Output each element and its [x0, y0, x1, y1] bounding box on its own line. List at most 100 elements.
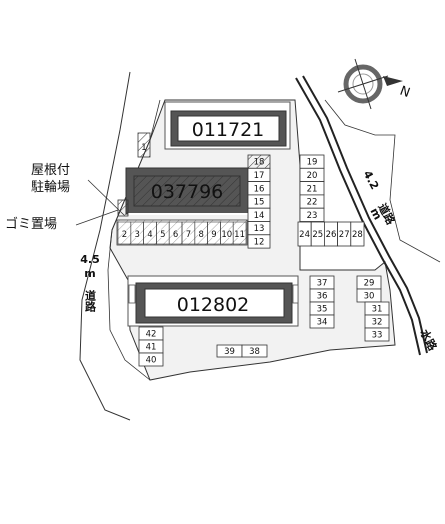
- parking-spot-25: 25: [310, 221, 325, 247]
- spot-column-42-40: 42 41 40: [138, 326, 164, 367]
- building-label-012802: 012802: [177, 294, 250, 316]
- parking-spot-label: 24: [299, 230, 310, 240]
- parking-spot-13: 13: [247, 221, 271, 236]
- compass-icon: N: [337, 58, 412, 110]
- bike-spot-10: 10: [220, 221, 234, 245]
- parking-spot-37: 37: [309, 275, 335, 290]
- parking-spot-label: 36: [317, 292, 328, 302]
- bike-spot-11: 11: [232, 221, 247, 245]
- parking-spot-23: 23: [299, 207, 325, 222]
- parking-spot-label: 14: [254, 211, 265, 221]
- spot-row-39-38: 39 38: [216, 344, 268, 358]
- parking-spot-18: 18: [247, 154, 271, 169]
- parking-spot-16: 16: [247, 181, 271, 196]
- parking-spot-label: 12: [254, 237, 265, 247]
- spot-column-29-33: 29 30 31 32 33: [356, 275, 390, 342]
- waterway-label: 水路: [417, 327, 440, 354]
- parking-spot-35: 35: [309, 301, 335, 316]
- parking-spot-36: 36: [309, 288, 335, 303]
- parking-spot-label: 34: [317, 318, 328, 328]
- garbage-area: [117, 199, 129, 217]
- building-011721: 011721: [164, 101, 291, 150]
- parking-spot-label: 37: [317, 279, 328, 289]
- parking-spot-33: 33: [364, 327, 390, 342]
- parking-spot-label: 41: [146, 343, 157, 353]
- right-road-line-2: [302, 75, 428, 354]
- parking-spot-14: 14: [247, 207, 271, 222]
- left-road-name: 道路: [84, 289, 97, 313]
- parking-spot-28: 28: [350, 221, 365, 247]
- parking-spot-29: 29: [356, 275, 382, 290]
- parking-spot-21: 21: [299, 181, 325, 196]
- right-road-unit: m: [367, 206, 384, 222]
- bike-spot-label: 10: [221, 230, 232, 240]
- building-label-037796: 037796: [151, 181, 224, 203]
- building-037796: 037796: [125, 167, 249, 215]
- parking-spot-label: 13: [254, 224, 265, 234]
- parking-spot-42: 42: [138, 326, 164, 341]
- spot-1: [137, 132, 151, 158]
- parking-spot-label: 26: [326, 230, 337, 240]
- parking-spot-label: 32: [372, 318, 383, 328]
- bike-spot-label: 6: [173, 230, 178, 240]
- parking-spot-12: 12: [247, 234, 271, 249]
- spot-column-37-34: 37 36 35 34: [309, 275, 335, 329]
- parking-spot-20: 20: [299, 167, 325, 183]
- left-road-outer-line: [79, 71, 131, 421]
- bike-shelter-label-line1: 屋根付: [31, 163, 70, 178]
- parking-spot-label: 16: [254, 184, 265, 194]
- parking-spot-label: 30: [364, 292, 375, 302]
- parking-spot-27: 27: [337, 221, 352, 247]
- parking-spot-label: 35: [317, 305, 328, 315]
- bike-shelter-label-line2: 駐輪場: [31, 179, 70, 195]
- right-road-width: 4.2: [361, 168, 382, 191]
- parking-spot-41: 41: [138, 339, 164, 354]
- garbage-label: ゴミ置場: [5, 216, 57, 232]
- parking-spot-label: 33: [372, 331, 383, 341]
- parking-spot-34: 34: [309, 314, 335, 329]
- right-road-line-1: [295, 77, 421, 356]
- right-outer-boundary: [324, 99, 441, 263]
- parking-spot-40: 40: [138, 352, 164, 367]
- parking-spot-label: 17: [254, 171, 265, 181]
- bike-spot-label: 7: [186, 230, 191, 240]
- parking-spot-17: 17: [247, 167, 271, 183]
- parking-spot-label: 28: [352, 230, 363, 240]
- bike-spot-label: 8: [198, 230, 203, 240]
- bike-spot-label: 2: [122, 230, 127, 240]
- parking-spot-label: 31: [372, 305, 383, 315]
- parking-spot-label: 39: [224, 347, 235, 357]
- parking-spot-label: 22: [307, 198, 318, 208]
- parking-spot-19: 19: [299, 154, 325, 169]
- spot-column-18-12: 18 17 16 15 14 13 12: [247, 154, 271, 249]
- building-012802: 012802: [127, 275, 299, 327]
- parking-spot-label: 19: [307, 158, 318, 168]
- parking-spot-label: 27: [339, 230, 350, 240]
- building-label-011721: 011721: [192, 119, 265, 141]
- parking-spot-38: 38: [241, 344, 268, 358]
- parking-spot-label: 15: [254, 198, 265, 208]
- parking-spot-label: 23: [307, 211, 318, 221]
- parking-spot-30: 30: [356, 288, 382, 303]
- parking-spot-22: 22: [299, 194, 325, 209]
- parking-spot-label: 38: [249, 347, 260, 357]
- bike-spot-label: 3: [134, 230, 139, 240]
- bike-spot-label: 9: [211, 230, 216, 240]
- left-road-width: 4.5: [80, 253, 100, 266]
- parking-spot-26: 26: [323, 221, 338, 247]
- parking-spot-label: 40: [146, 356, 157, 366]
- spot-1-label: 1: [141, 143, 146, 153]
- parking-spot-31: 31: [364, 301, 390, 316]
- parking-spot-label: 18: [254, 158, 265, 168]
- parking-spot-39: 39: [216, 344, 243, 358]
- parking-spot-32: 32: [364, 314, 390, 329]
- parking-spot-15: 15: [247, 194, 271, 209]
- parking-spot-label: 29: [364, 279, 375, 289]
- left-road-unit: m: [84, 267, 95, 280]
- parking-spot-label: 42: [146, 330, 157, 340]
- bike-spot-label: 11: [234, 230, 245, 240]
- north-label: N: [398, 84, 412, 101]
